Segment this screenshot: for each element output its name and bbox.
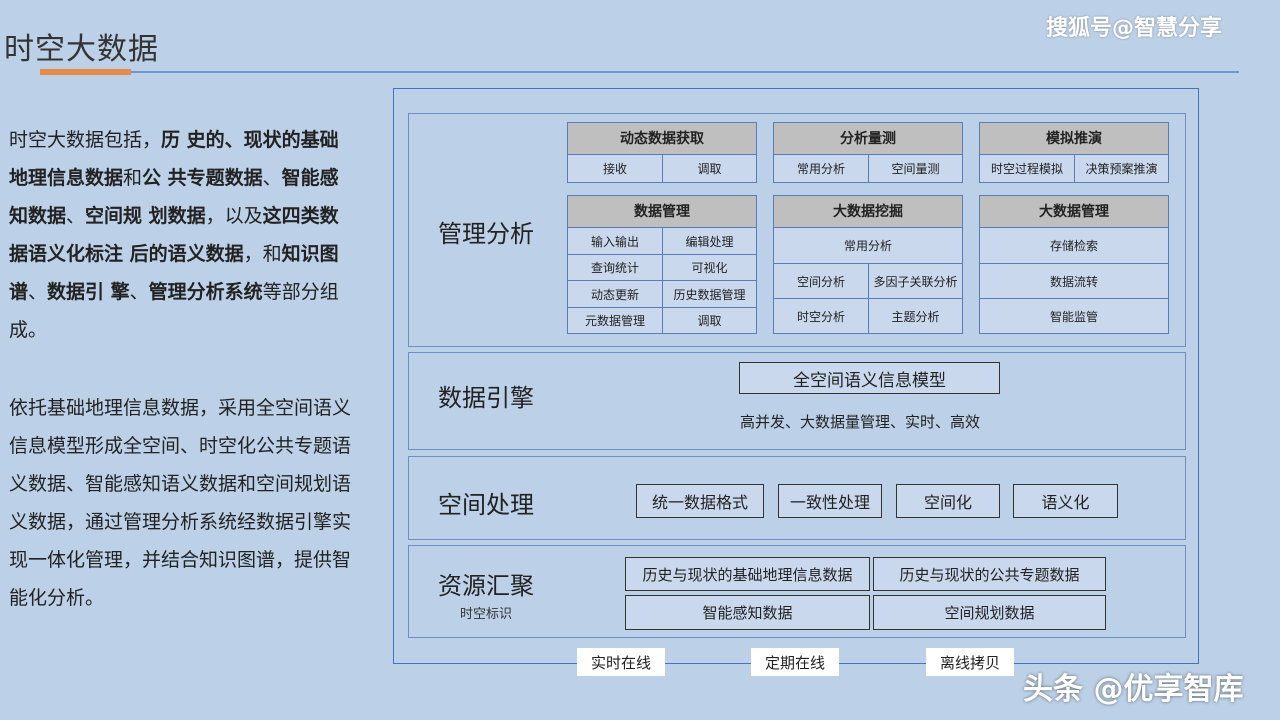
access-tag: 实时在线 bbox=[577, 648, 665, 676]
description-segment: 、 bbox=[129, 281, 149, 303]
module-title: 动态数据获取 bbox=[568, 123, 756, 155]
description-segment: 、 bbox=[66, 205, 86, 227]
module-cell: 智能监管 bbox=[979, 298, 1169, 334]
title-accent-bar bbox=[40, 69, 131, 75]
module-cell: 历史数据管理 bbox=[662, 280, 757, 308]
module-cell: 输入输出 bbox=[567, 227, 663, 255]
watermark-top: 搜狐号@智慧分享 bbox=[1046, 16, 1223, 41]
module-cell: 时空过程模拟 bbox=[979, 154, 1075, 183]
title-divider bbox=[131, 71, 1239, 73]
module-title: 大数据挖掘 bbox=[774, 196, 962, 228]
layer-management-title: 管理分析 bbox=[438, 220, 534, 248]
layer-management bbox=[408, 113, 1186, 347]
page-title: 时空大数据 bbox=[4, 32, 159, 67]
resource-item: 历史与现状的基础地理信息数据 bbox=[625, 557, 870, 591]
module-cell: 接收 bbox=[567, 154, 663, 183]
spatial-item: 空间化 bbox=[896, 484, 1000, 518]
module-cell: 时空分析 bbox=[773, 298, 869, 334]
module-cell: 可视化 bbox=[662, 254, 757, 281]
layer-engine-title: 数据引擎 bbox=[438, 384, 534, 412]
watermark-bottom: 头条 @优享智库 bbox=[1023, 672, 1244, 707]
resource-item: 历史与现状的公共专题数据 bbox=[873, 557, 1106, 591]
module-title: 模拟推演 bbox=[980, 123, 1168, 155]
description-paragraph-1: 时空大数据包括，历 史的、现状的基础地理信息数据和公 共专题数据、智能感知数据、… bbox=[9, 121, 357, 349]
spatial-item: 统一数据格式 bbox=[636, 484, 764, 518]
semantic-model-box: 全空间语义信息模型 bbox=[739, 362, 1000, 394]
resource-item: 智能感知数据 bbox=[625, 595, 870, 630]
module-cell: 常用分析 bbox=[773, 154, 869, 183]
description-segment: 这四类数据语义化标注 后的语义数据 bbox=[9, 205, 339, 265]
description-segment: 历 史的、现状的基础地理信息数据 bbox=[9, 129, 339, 189]
layer-spatial-processing bbox=[408, 456, 1186, 540]
layer-spatial-title: 空间处理 bbox=[438, 491, 534, 519]
engine-caption: 高并发、大数据量管理、实时、高效 bbox=[740, 413, 981, 431]
module-cell: 编辑处理 bbox=[662, 227, 757, 255]
layer-resource-title: 资源汇聚 bbox=[438, 572, 534, 600]
module-title: 数据管理 bbox=[568, 196, 756, 228]
module-cell: 调取 bbox=[662, 307, 757, 334]
spatial-item: 语义化 bbox=[1013, 484, 1118, 518]
description-segment: 智能感知数据 bbox=[9, 167, 339, 227]
description-segment: 空间规 划数据 bbox=[85, 205, 206, 227]
resource-item: 空间规划数据 bbox=[873, 595, 1106, 630]
module-cell: 空间量测 bbox=[868, 154, 963, 183]
spatial-item: 一致性处理 bbox=[778, 484, 882, 518]
description-segment: 管理分析系统 bbox=[148, 281, 263, 303]
module-cell: 调取 bbox=[662, 154, 757, 183]
module-cell: 存储检索 bbox=[979, 227, 1169, 264]
description-segment: ，和 bbox=[243, 243, 282, 265]
module-cell: 动态更新 bbox=[567, 280, 663, 308]
module-cell: 元数据管理 bbox=[567, 307, 663, 334]
module-cell: 常用分析 bbox=[773, 227, 963, 264]
access-tag: 离线拷贝 bbox=[926, 648, 1014, 676]
description-paragraph-2: 依托基础地理信息数据，采用全空间语义信息模型形成全空间、时空化公共专题语义数据、… bbox=[9, 397, 352, 609]
layer-data-engine bbox=[408, 352, 1186, 450]
module-cell: 主题分析 bbox=[868, 298, 963, 334]
description-segment: 知识图谱 bbox=[9, 243, 339, 303]
module-title: 大数据管理 bbox=[980, 196, 1168, 228]
description-segment: 时空大数据包括， bbox=[9, 129, 162, 151]
access-tag: 定期在线 bbox=[751, 648, 839, 676]
description-segment: 等部分组成。 bbox=[9, 281, 339, 341]
description-segment: 和 bbox=[123, 167, 143, 189]
module-simulation: 模拟推演 bbox=[979, 122, 1169, 183]
module-cell: 数据流转 bbox=[979, 263, 1169, 299]
module-cell: 查询统计 bbox=[567, 254, 663, 281]
description-segment: 、 bbox=[262, 167, 282, 189]
module-title: 分析量测 bbox=[774, 123, 962, 155]
module-cell: 多因子关联分析 bbox=[868, 263, 963, 299]
description-segment: 、 bbox=[28, 281, 48, 303]
description-segment: ，以及 bbox=[205, 205, 263, 227]
layer-resource-aggregation bbox=[408, 545, 1186, 638]
layer-resource-subtitle: 时空标识 bbox=[460, 607, 513, 622]
description-segment: 公 共专题数据 bbox=[142, 167, 263, 189]
description-segment: 数据引 擎 bbox=[47, 281, 130, 303]
module-cell: 决策预案推演 bbox=[1074, 154, 1169, 183]
module-cell: 空间分析 bbox=[773, 263, 869, 299]
